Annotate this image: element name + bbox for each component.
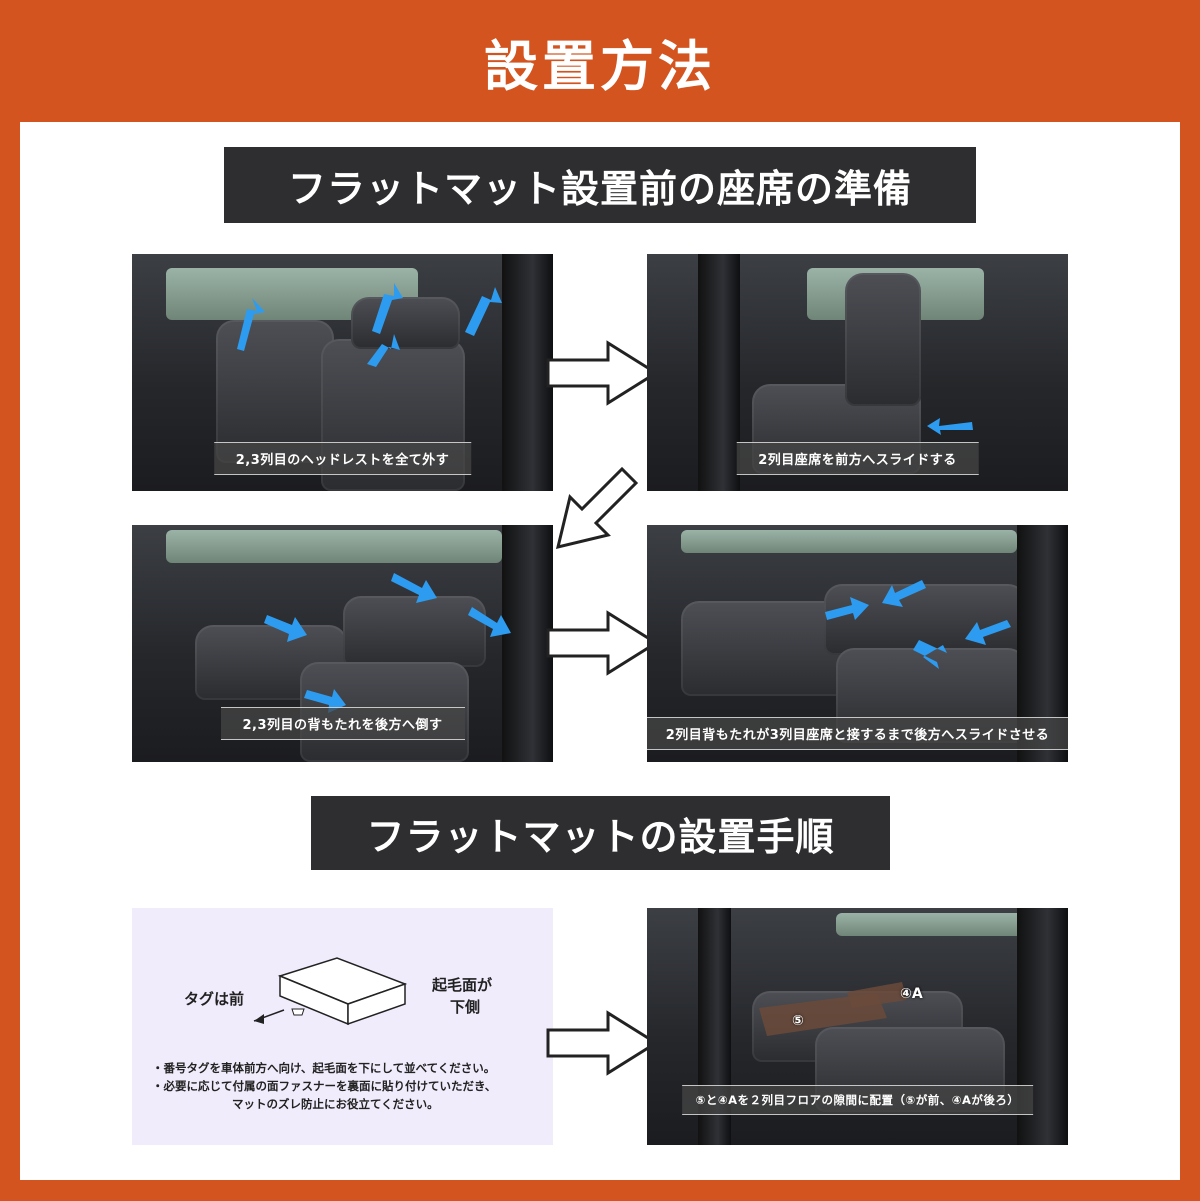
mat-label-rear: ④A — [900, 986, 923, 1002]
mat-orientation-diagram: タグは前 起毛面が 下側 ・番号タグを車体前方へ向け、起毛面を下にして並べてくだ… — [132, 908, 553, 1145]
mat-pieces-icon — [759, 982, 907, 1036]
right-arrow-icon — [546, 610, 660, 676]
step-caption: 2,3列目のヘッドレストを全て外す — [213, 442, 472, 475]
step-photo-remove-headrests: 2,3列目のヘッドレストを全て外す — [132, 254, 553, 491]
down-left-arrow-icon — [552, 463, 642, 553]
section-heading-installation: フラットマットの設置手順 — [311, 796, 890, 870]
note-line-1: ・番号タグを車体前方へ向け、起毛面を下にして並べてください。 — [152, 1061, 496, 1075]
install-photo-mat-placement: ⑤ ④A ⑤と④Aを２列目フロアの隙間に配置（⑤が前、④Aが後ろ） — [647, 908, 1068, 1145]
note-line-2: ・必要に応じて付属の面ファスナーを裏面に貼り付けていただき、 — [152, 1079, 497, 1093]
right-arrow-icon — [546, 1010, 660, 1076]
mat-box-icon — [253, 957, 408, 1026]
right-arrow-icon — [546, 340, 660, 406]
nap-down-label-line1: 起毛面が — [432, 976, 493, 994]
note-line-3: マットのズレ防止にお役立てください。 — [232, 1097, 439, 1111]
nap-down-label-line2: 下側 — [450, 998, 481, 1016]
step-photo-slide-forward: 2列目座席を前方へスライドする — [647, 254, 1068, 491]
mat-label-front: ⑤ — [792, 1013, 804, 1029]
step-caption: 2列目座席を前方へスライドする — [736, 442, 979, 475]
install-caption: ⑤と④Aを２列目フロアの隙間に配置（⑤が前、④Aが後ろ） — [681, 1085, 1034, 1115]
blue-arrows-icon — [237, 283, 502, 367]
page-title: 設置方法 — [484, 34, 716, 98]
tag-front-label: タグは前 — [184, 990, 245, 1008]
step-caption: 2,3列目の背もたれを後方へ倒す — [220, 707, 465, 740]
blue-arrows-icon — [825, 580, 1011, 669]
step-caption: 2列目背もたれが3列目座席と接するまで後方へスライドさせる — [647, 717, 1068, 750]
step-photo-recline-back: 2,3列目の背もたれを後方へ倒す — [132, 525, 553, 762]
step-photo-slide-back: 2列目背もたれが3列目座席と接するまで後方へスライドさせる — [647, 525, 1068, 762]
section-heading-preparation: フラットマット設置前の座席の準備 — [224, 147, 976, 223]
blue-arrow-icon — [927, 418, 973, 435]
